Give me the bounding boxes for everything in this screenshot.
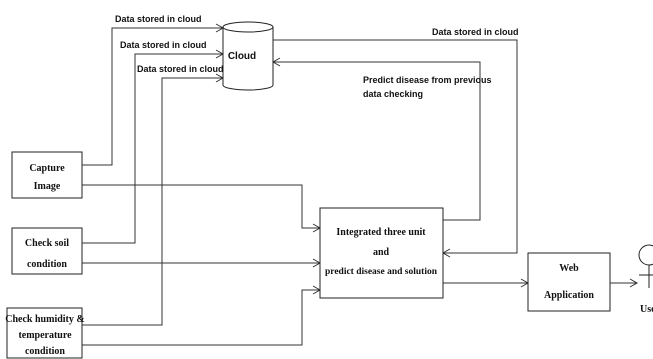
soil-node: Check soil condition	[11, 227, 83, 275]
edge-integrated-to-cloud	[273, 61, 481, 221]
edge-humidity-to-cloud	[82, 77, 223, 326]
capture-image-node: Capture Image	[11, 151, 83, 199]
cloud-cylinder-body	[222, 27, 274, 91]
capture-image-label-2: Image	[34, 181, 61, 192]
arrowhead-web-user	[629, 278, 639, 288]
soil-label-2: condition	[27, 259, 67, 270]
web-app-label-1: Web	[559, 263, 579, 274]
capture-image-label-1: Capture	[29, 163, 65, 174]
cloud-cylinder-top	[222, 21, 274, 33]
humidity-label-2: temperature	[18, 330, 72, 341]
integrated-label-1: Integrated three unit	[336, 227, 426, 238]
label-stored-soil: Data stored in cloud	[120, 40, 207, 50]
integrated-label-3: predict disease and solution	[325, 267, 438, 277]
soil-label-1: Check soil	[25, 238, 69, 249]
web-application-box	[527, 252, 611, 312]
integrated-unit-node: Integrated three unit and predict diseas…	[319, 207, 444, 299]
label-predict-line1: Predict disease from previous	[363, 75, 492, 85]
edge-soil-to-cloud	[82, 53, 223, 244]
humidity-node: Check humidity & temperature condition	[5, 307, 85, 359]
label-stored-humidity: Data stored in cloud	[137, 64, 224, 74]
soil-box	[11, 227, 83, 275]
humidity-label-1: Check humidity &	[5, 314, 84, 325]
cloud-label: Cloud	[228, 51, 256, 62]
label-stored-capture: Data stored in cloud	[115, 14, 202, 24]
edge-humidity-to-integrated	[82, 289, 320, 346]
edge-capture-to-integrated	[82, 184, 320, 229]
humidity-box	[6, 307, 83, 359]
integrated-unit-box	[319, 207, 444, 299]
user-label: User	[640, 304, 653, 315]
label-stored-cloud-return: Data stored in cloud	[432, 27, 519, 37]
label-predict-line2: data checking	[363, 89, 423, 99]
user-head	[638, 244, 653, 266]
humidity-label-3: condition	[25, 346, 65, 357]
edge-cloud-to-integrated	[273, 39, 518, 254]
edge-capture-to-cloud	[82, 27, 223, 166]
web-app-label-2: Application	[544, 290, 594, 301]
capture-image-box	[11, 151, 83, 199]
web-application-node: Web Application	[527, 252, 611, 312]
user-actor: User	[638, 244, 653, 315]
cloud-storage-node: Cloud	[222, 21, 274, 91]
integrated-label-2: and	[373, 247, 390, 258]
